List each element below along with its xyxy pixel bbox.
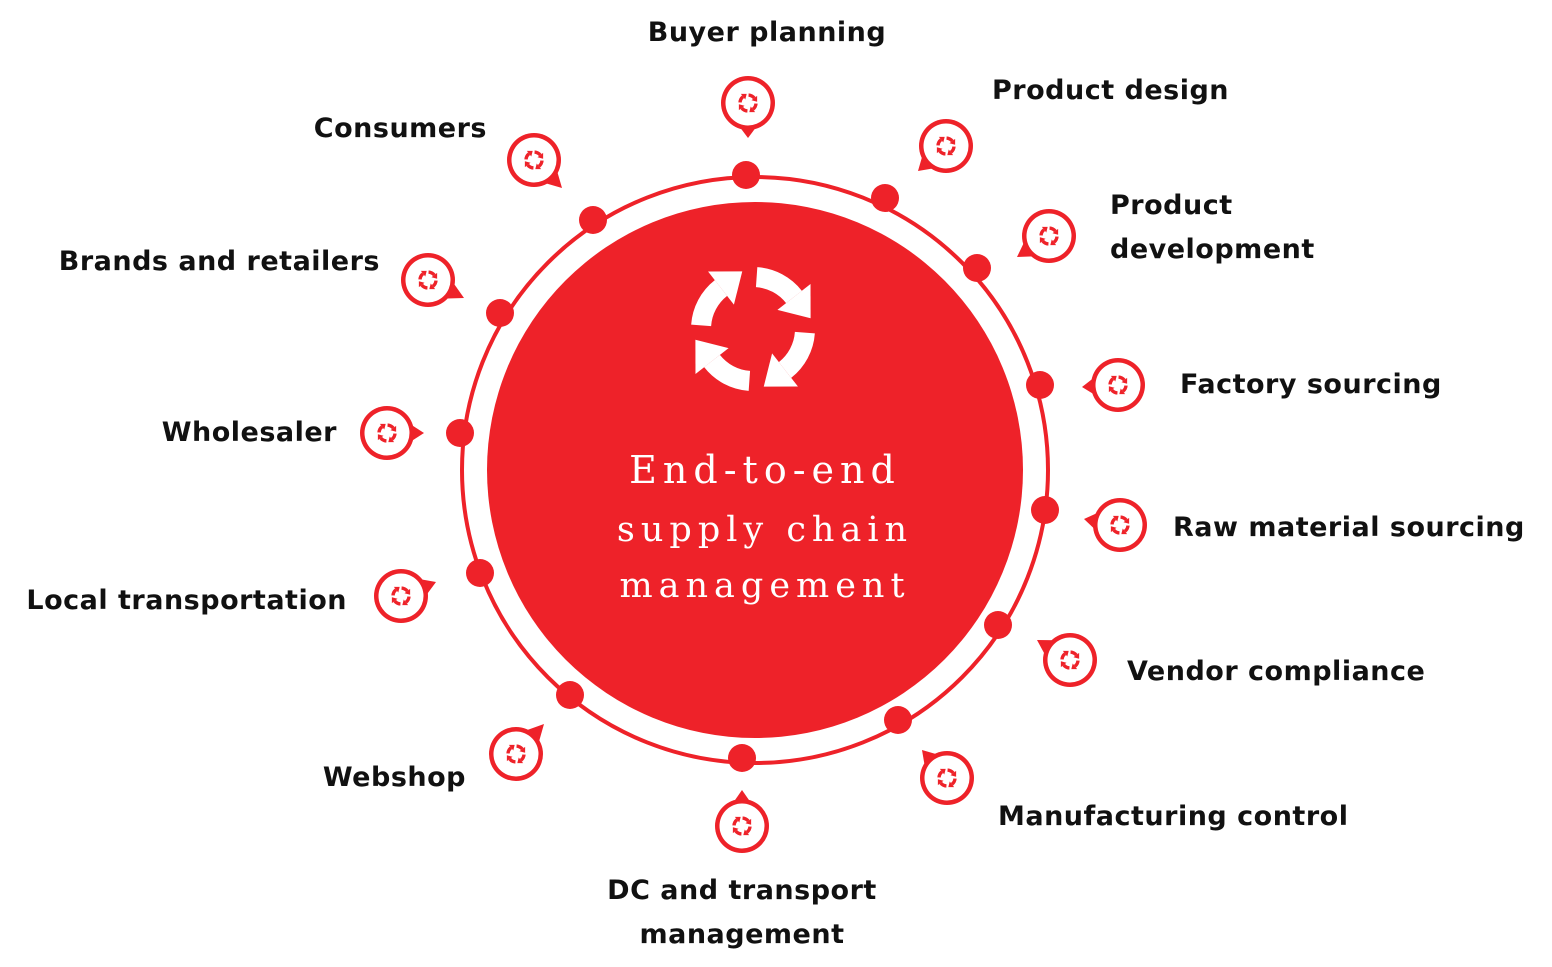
stage-label-factory-sourcing: Factory sourcing: [1180, 363, 1442, 407]
cycle-arrows-icon: [524, 150, 544, 170]
ring-dot: [984, 611, 1012, 639]
cycle-arrows-icon: [937, 768, 957, 788]
stage-marker-webshop: [489, 681, 584, 781]
marker-inner: [405, 257, 451, 303]
ring-dot: [732, 161, 760, 189]
marker-inner: [1097, 502, 1143, 548]
center-circle: [487, 202, 1023, 738]
stage-label-brands-and-retailers: Brands and retailers: [59, 240, 380, 284]
ring-dot: [466, 559, 494, 587]
stage-label-line: Brands and retailers: [58, 246, 380, 277]
stage-marker-dc-and-transport-management: [715, 744, 769, 853]
marker-inner: [923, 123, 969, 169]
stage-label-line: Vendor compliance: [1127, 656, 1426, 687]
stage-label-line: Webshop: [322, 762, 466, 793]
stage-marker-product-design: [871, 119, 973, 212]
stage-label-line: DC and transport: [607, 875, 877, 906]
stage-marker-vendor-compliance: [984, 611, 1097, 687]
cycle-arrows-icon: [1108, 375, 1128, 395]
stage-label-line: Product: [1110, 190, 1233, 221]
stage-label-line: Consumers: [313, 113, 487, 144]
stage-label-consumers: Consumers: [314, 107, 487, 151]
center-title-line-3: management: [619, 566, 911, 606]
cycle-arrows-icon: [506, 744, 526, 764]
stage-marker-factory-sourcing: [1026, 358, 1145, 412]
center-title-line-2: supply chain: [616, 510, 914, 550]
stage-label-local-transportation: Local transportation: [26, 579, 347, 623]
stage-marker-buyer-planning: [721, 76, 775, 189]
stage-label-line: development: [1110, 234, 1315, 265]
cycle-arrows-icon: [738, 93, 758, 113]
marker-inner: [364, 410, 410, 456]
stage-label-line: Factory sourcing: [1180, 369, 1442, 400]
marker-inner: [1095, 362, 1141, 408]
stage-label-buyer-planning: Buyer planning: [467, 11, 1067, 55]
cycle-arrows-icon: [391, 586, 411, 606]
ring-dot: [446, 419, 474, 447]
marker-inner: [1026, 213, 1072, 259]
ring-dot: [884, 706, 912, 734]
ring-dot: [963, 254, 991, 282]
ring-dot: [579, 206, 607, 234]
cycle-arrows-icon: [1060, 650, 1080, 670]
marker-inner: [719, 803, 765, 849]
stage-label-line: management: [639, 919, 845, 950]
cycle-arrows-icon: [1110, 515, 1130, 535]
stage-marker-product-development: [963, 209, 1076, 282]
ring-dot: [556, 681, 584, 709]
marker-inner: [725, 80, 771, 126]
stage-label-line: Buyer planning: [647, 17, 887, 48]
stage-label-line: Product design: [992, 75, 1230, 106]
stage-label-product-design: Product design: [992, 69, 1229, 113]
stage-label-vendor-compliance: Vendor compliance: [1127, 650, 1425, 694]
stage-label-line: Local transportation: [26, 585, 347, 616]
stage-marker-raw-material-sourcing: [1031, 496, 1147, 552]
stage-marker-consumers: [507, 133, 607, 234]
cycle-arrows-icon: [732, 816, 752, 836]
marker-inner: [378, 573, 424, 619]
stage-label-product-development: Product development: [1110, 184, 1315, 272]
ring-dot: [1031, 496, 1059, 524]
stage-label-raw-material-sourcing: Raw material sourcing: [1173, 506, 1525, 550]
ring-dot: [1026, 371, 1054, 399]
stage-marker-manufacturing-control: [884, 706, 974, 805]
stage-label-wholesaler: Wholesaler: [162, 411, 337, 455]
ring-dot: [728, 744, 756, 772]
marker-inner: [924, 755, 970, 801]
stage-marker-wholesaler: [360, 406, 474, 460]
stage-label-line: Manufacturing control: [998, 801, 1349, 832]
ring-dot: [871, 184, 899, 212]
cycle-arrows-icon: [418, 270, 438, 290]
cycle-arrows-icon: [936, 136, 956, 156]
stage-label-dc-and-transport-management: DC and transport management: [442, 869, 1042, 957]
marker-inner: [511, 137, 557, 183]
stage-marker-brands-and-retailers: [401, 253, 514, 327]
ring-dot: [486, 299, 514, 327]
stage-label-webshop: Webshop: [323, 756, 466, 800]
stage-label-line: Raw material sourcing: [1173, 512, 1525, 543]
stage-marker-local-transportation: [374, 559, 494, 623]
cycle-arrows-icon: [691, 267, 815, 391]
stage-label-manufacturing-control: Manufacturing control: [998, 795, 1348, 839]
marker-inner: [493, 731, 539, 777]
cycle-arrows-icon: [1039, 226, 1059, 246]
center-title-line-1: End-to-end: [629, 448, 901, 492]
cycle-arrows-icon: [377, 423, 397, 443]
marker-inner: [1047, 637, 1093, 683]
stage-label-line: Wholesaler: [161, 417, 337, 448]
